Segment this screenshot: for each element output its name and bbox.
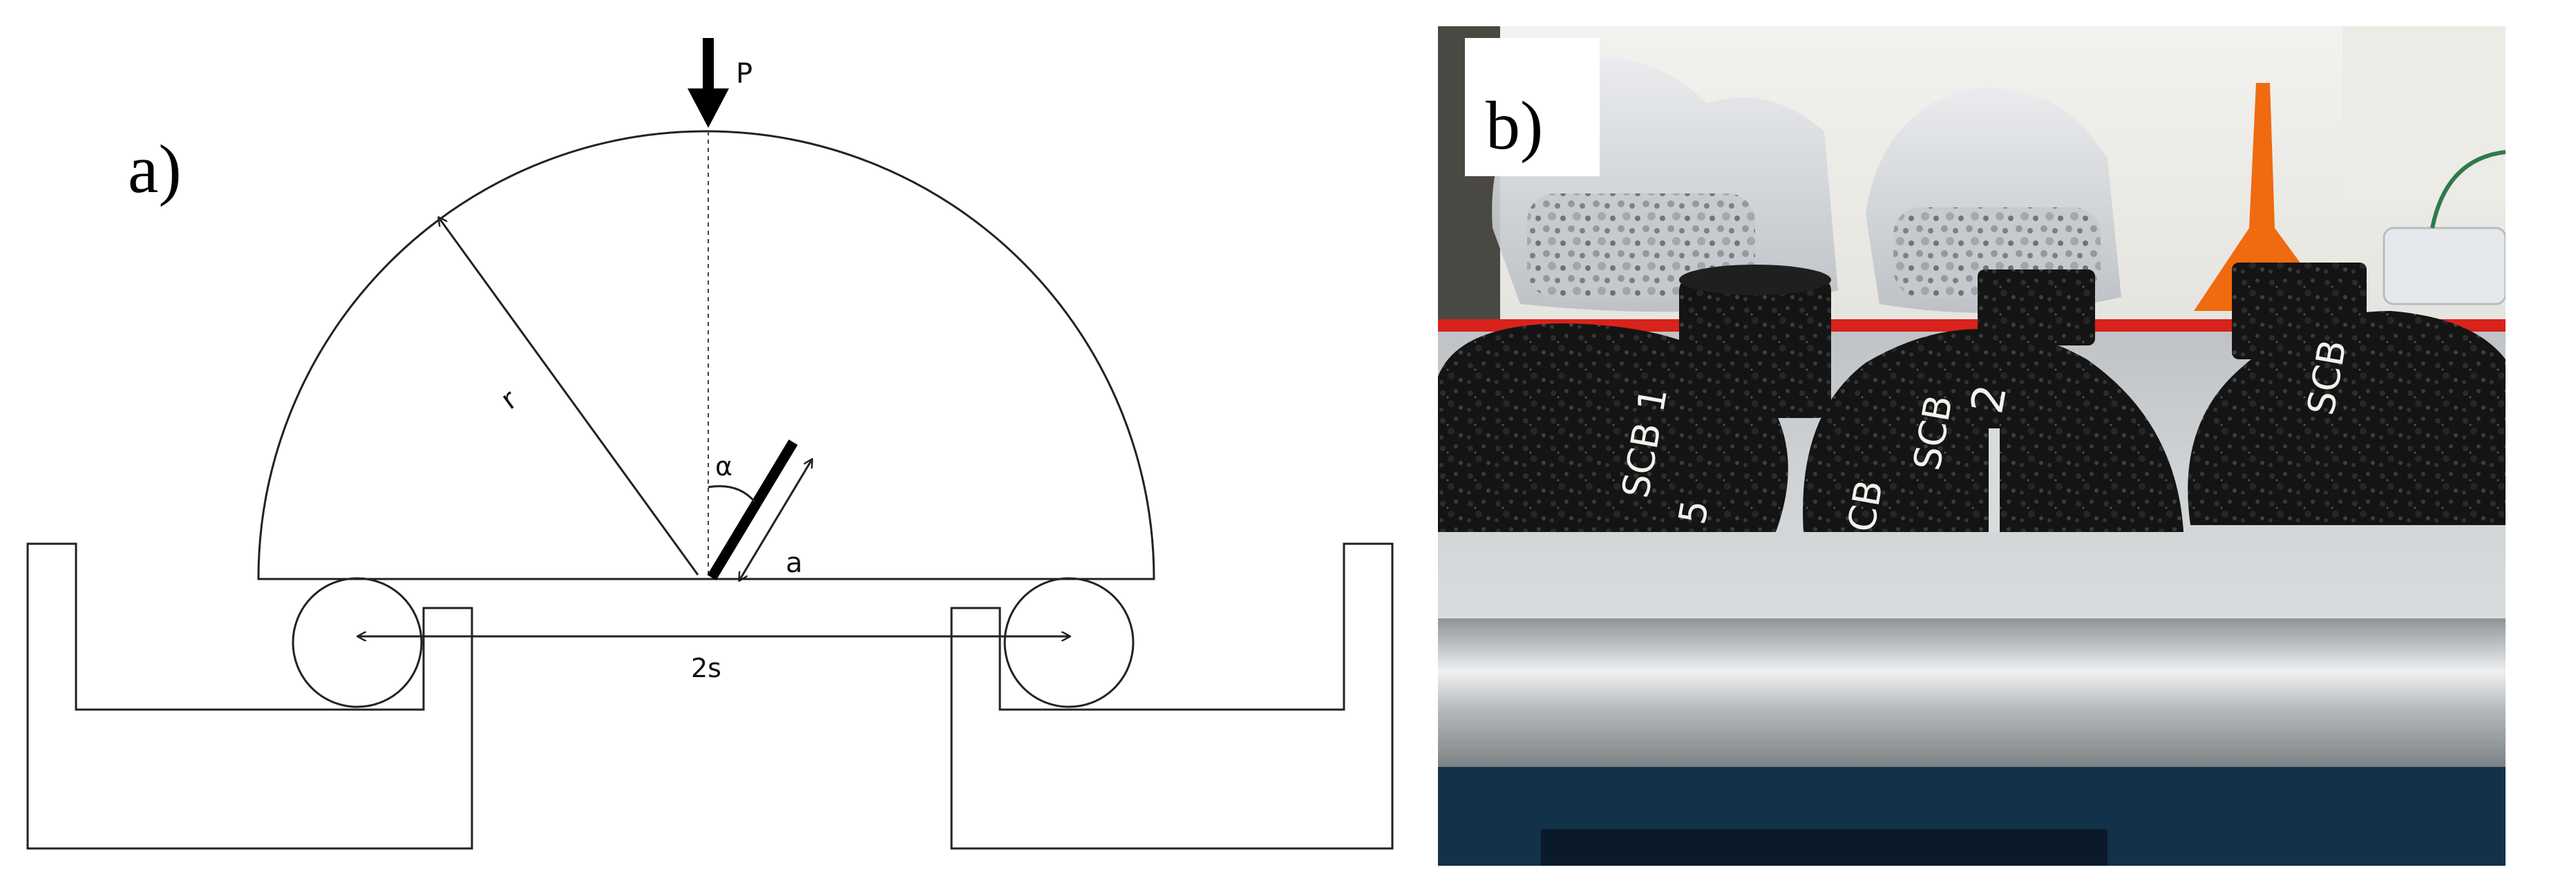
cylinder-specimen-2 bbox=[1978, 269, 2095, 345]
panel-b-photo: SCB 1 5 CB SCB 2 SCB b) bbox=[1438, 26, 2506, 866]
left-support-fixture bbox=[26, 542, 473, 850]
radius-label: r bbox=[495, 383, 524, 416]
cable bbox=[2430, 150, 2506, 229]
cylinder-top-1 bbox=[1679, 265, 1831, 295]
right-support-fixture bbox=[950, 542, 1394, 850]
notch-length-arrow bbox=[739, 459, 812, 580]
load-label: P bbox=[736, 58, 752, 90]
angle-label: α bbox=[715, 451, 732, 482]
panel-b-letter: b) bbox=[1486, 87, 1543, 164]
instrument-box bbox=[2383, 227, 2506, 305]
radius-arrow bbox=[439, 218, 699, 576]
panel-a-letter: a) bbox=[128, 131, 182, 207]
scb-specimen-right bbox=[2188, 311, 2506, 525]
panel-b-letter-box bbox=[1465, 38, 1600, 176]
scb-specimen-left bbox=[1438, 323, 1788, 532]
back-wall-right bbox=[2342, 26, 2506, 206]
countertop-edge bbox=[1438, 618, 2506, 770]
left-roller bbox=[292, 577, 423, 708]
panel-a-diagram: a) P r α a 2s bbox=[26, 38, 1394, 850]
cabinet-handle bbox=[1541, 829, 2108, 866]
orange-funnel bbox=[2194, 83, 2336, 311]
specimen-marking-3: CB bbox=[1839, 477, 1891, 535]
semicircular-specimen bbox=[257, 130, 1155, 580]
middle-specimen-notch bbox=[1989, 428, 2000, 532]
span-label: 2s bbox=[691, 653, 721, 683]
notch-length-label: a bbox=[786, 547, 803, 579]
load-arrow-head bbox=[688, 88, 729, 128]
right-roller bbox=[1003, 577, 1135, 708]
angle-arc bbox=[708, 485, 756, 502]
